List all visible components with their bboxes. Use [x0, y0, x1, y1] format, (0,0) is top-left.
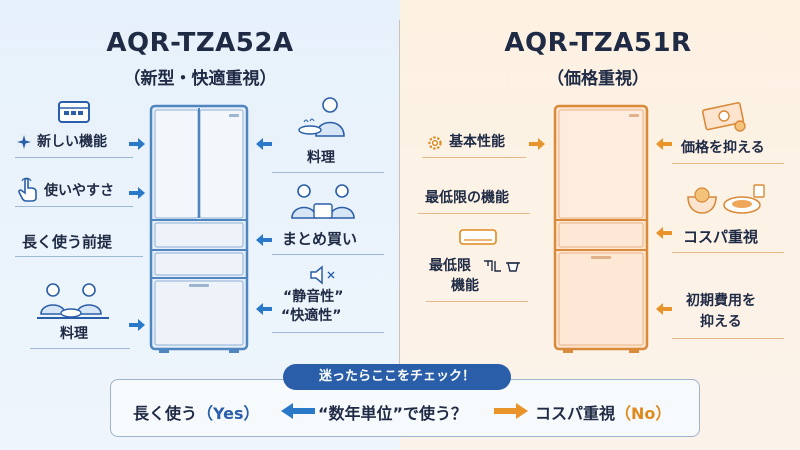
underline	[418, 213, 530, 214]
app-window-icon	[58, 101, 90, 123]
cooking-person-icon	[298, 97, 345, 137]
underline	[672, 338, 784, 339]
cooking-people-icon	[37, 283, 109, 319]
label-comfort: “快適性”	[281, 308, 342, 324]
label-long-use: 長く使う前提	[22, 233, 113, 251]
decision-right-text: コスパ重視（No）	[535, 400, 671, 424]
left-model-title: AQR-TZA52A	[106, 28, 294, 58]
label-minimum-line1: 最低限	[429, 258, 471, 274]
arrow-left-icon	[256, 303, 272, 315]
left-model-subtitle: （新型・快適重視）	[123, 69, 277, 89]
right-model-title: AQR-TZA51R	[504, 28, 692, 58]
underline	[272, 172, 384, 173]
label-cooking-top: 料理	[307, 150, 335, 166]
arrow-right-icon	[129, 319, 145, 331]
label-ease-of-use: 使いやすさ	[44, 183, 114, 199]
gear-icon	[428, 136, 442, 150]
label-initial-cost-line1: 初期費用を	[686, 293, 756, 309]
arrow-left-icon	[656, 227, 672, 239]
check-here-pill: 迷ったらここをチェック！	[283, 364, 511, 390]
arrow-left-icon	[256, 234, 272, 246]
underline	[272, 254, 384, 255]
label-cost-performance: コスパ重視	[683, 228, 759, 246]
shopping-people-icon	[291, 184, 355, 219]
arrow-left-icon	[256, 138, 272, 150]
air-conditioner-icon	[459, 229, 497, 245]
label-keep-price-low: 価格を抑える	[681, 140, 765, 156]
food-bowls-icon	[687, 184, 765, 214]
label-initial-cost-line2: 抑える	[700, 314, 742, 330]
underline	[15, 157, 133, 158]
underline	[30, 348, 130, 349]
underline	[426, 301, 528, 302]
speaker-muted-icon	[310, 265, 335, 285]
label-basic-performance: 基本性能	[449, 134, 505, 150]
decision-left-label: 長く使う	[133, 404, 198, 423]
arrow-left-icon	[281, 403, 315, 419]
underline	[15, 206, 133, 207]
decision-left-text: 長く使う（Yes）	[133, 400, 260, 424]
arrow-left-icon	[656, 138, 672, 150]
no-label: （No）	[615, 404, 672, 423]
arrow-right-icon	[129, 138, 145, 150]
yes-label: （Yes）	[197, 404, 260, 423]
underline	[672, 252, 784, 253]
label-quiet: “静音性”	[283, 289, 344, 305]
center-divider	[399, 20, 400, 365]
underline	[422, 157, 526, 158]
arrow-left-icon	[656, 303, 672, 315]
arrow-right-icon	[494, 403, 528, 419]
underline	[272, 332, 384, 333]
underline	[15, 256, 143, 257]
label-minimum-features: 最低限の機能	[425, 190, 509, 206]
label-new-features: 新しい機能	[37, 134, 107, 150]
label-minimum-line2: 機能	[451, 278, 479, 294]
left-fridge-illustration	[149, 104, 249, 353]
label-cooking-bottom: 料理	[60, 326, 88, 342]
label-bulk-buying: まとめ買い	[282, 230, 358, 248]
arrow-right-icon	[129, 187, 145, 199]
decision-right-label: コスパ重視	[535, 404, 616, 423]
right-model-subtitle: （価格重視）	[547, 69, 649, 89]
right-fridge-illustration	[553, 104, 649, 353]
appliance-icons	[484, 260, 520, 272]
underline	[672, 163, 784, 164]
arrow-right-icon	[529, 138, 545, 150]
sparkle-icon	[17, 135, 31, 149]
pointing-hand-icon	[18, 177, 37, 202]
money-icon	[701, 102, 746, 132]
decision-question: “数年単位”で使う？	[318, 404, 468, 423]
